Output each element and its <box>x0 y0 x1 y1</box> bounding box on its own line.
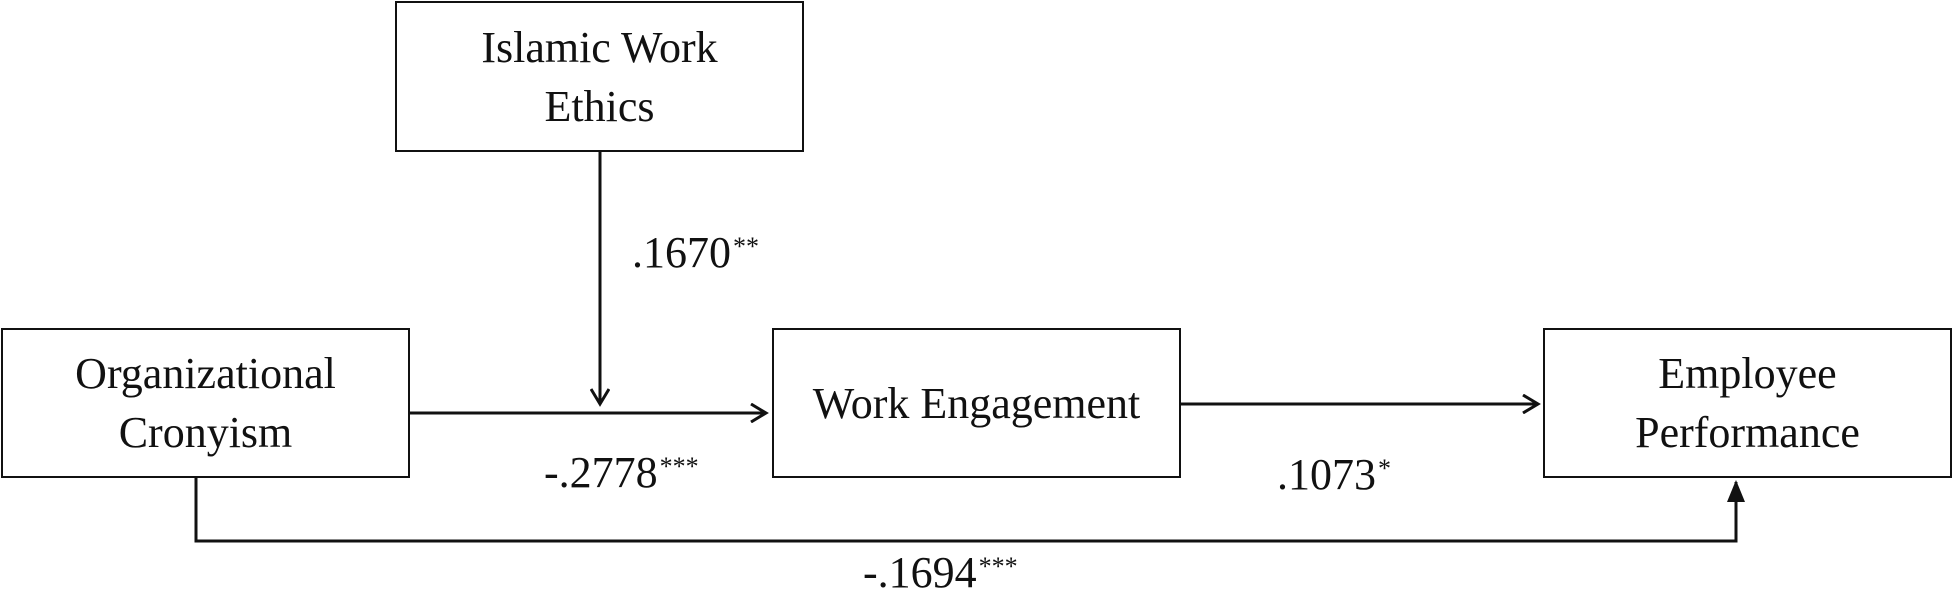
node-label-line: Cronyism <box>118 408 293 457</box>
coefficient-cronyism-to-engagement: -.2778*** <box>544 448 699 498</box>
node-label-line: Employee <box>1658 349 1837 398</box>
significance-marker: *** <box>659 452 699 481</box>
significance-marker: *** <box>978 552 1018 581</box>
node-islamic-work-ethics: Islamic Work Ethics <box>395 1 804 152</box>
coefficient-value: .1670 <box>632 228 731 277</box>
node-label-line: Ethics <box>544 81 655 131</box>
node-employee-performance-label: Employee Performance <box>1635 344 1860 462</box>
direct-path-connector <box>194 478 1738 543</box>
direct-path-arrowhead <box>1727 480 1745 502</box>
significance-marker: ** <box>733 232 759 261</box>
node-organizational-cronyism: Organizational Cronyism <box>1 328 410 478</box>
node-label-line: Islamic Work <box>481 22 718 72</box>
node-work-engagement: Work Engagement <box>772 328 1181 478</box>
significance-marker: * <box>1378 454 1391 483</box>
coefficient-moderation: .1670** <box>632 228 759 278</box>
coefficient-cronyism-to-performance: -.1694*** <box>863 548 1018 598</box>
node-islamic-work-ethics-label: Islamic Work Ethics <box>481 18 717 136</box>
node-employee-performance: Employee Performance <box>1543 328 1952 478</box>
node-label-line: Performance <box>1635 408 1860 457</box>
coefficient-value: .1073 <box>1277 450 1376 499</box>
node-organizational-cronyism-label: Organizational Cronyism <box>75 344 336 462</box>
coefficient-value: -.2778 <box>544 448 658 497</box>
coefficient-value: -.1694 <box>863 548 977 597</box>
node-label-line: Work Engagement <box>812 378 1141 428</box>
node-label-line: Organizational <box>75 349 336 398</box>
node-work-engagement-label: Work Engagement <box>813 374 1141 433</box>
coefficient-engagement-to-performance: .1073* <box>1277 450 1391 500</box>
